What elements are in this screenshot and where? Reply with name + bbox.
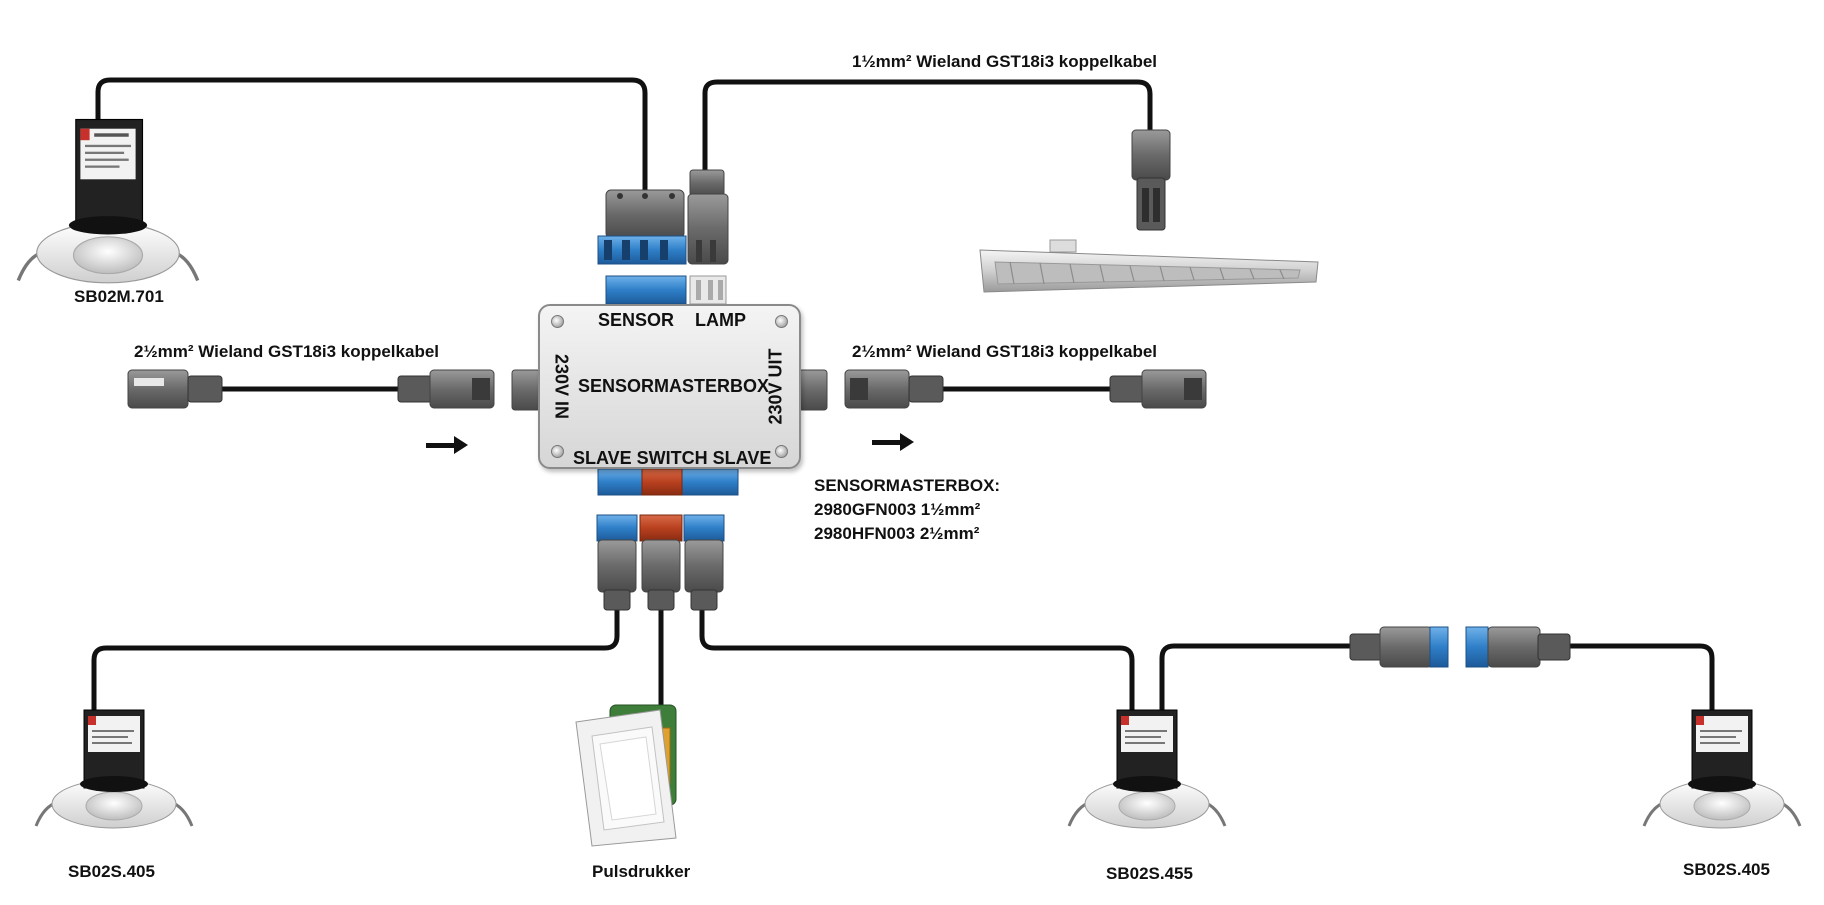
plug-left-b (397, 369, 495, 409)
wires (91, 77, 1715, 715)
right-cable-plugs (844, 369, 1207, 409)
screw-icon (775, 315, 788, 328)
device-slave-left-label: SB02S.405 (68, 862, 155, 881)
bottom-connector-cluster (596, 468, 739, 611)
note-line-2: 2980GFN003 1½mm² (814, 500, 981, 519)
port-out-label: 230V UIT (765, 348, 786, 425)
cable-left-label: 2½mm² Wieland GST18i3 koppelkabel (134, 342, 440, 361)
ceiling-sensor-icon (34, 709, 194, 829)
port-sensor-label: SENSOR (598, 310, 675, 330)
port-bottom-label: SLAVE SWITCH SLAVE (573, 448, 772, 468)
ceiling-sensor-icon (1642, 709, 1802, 829)
wire-master-sensor (95, 77, 648, 193)
right-arrow-icon (426, 436, 468, 454)
left-cable-plugs (127, 369, 495, 409)
top-connector-cluster (597, 169, 729, 305)
sensormasterbox: SENSOR LAMP SENSORMASTERBOX SLAVE SWITCH… (538, 304, 801, 469)
device-slave-mid-label: SB02S.455 (1106, 864, 1193, 883)
plug-slave-1 (596, 514, 638, 611)
box-models-note: SENSORMASTERBOX: 2980GFN003 1½mm² 2980HF… (814, 474, 1000, 546)
wire-link-to-slave-right (1557, 643, 1715, 713)
cable-top-right-label: 1½mm² Wieland GST18i3 koppelkabel (852, 52, 1158, 71)
linear-luminaire-icon (979, 239, 1319, 293)
ceiling-sensor-icon (16, 118, 200, 284)
ceiling-sensor-icon (1067, 709, 1227, 829)
device-slave-right-label: SB02S.405 (1683, 860, 1770, 879)
plug-right-a (844, 369, 944, 409)
plug-left-a (127, 369, 223, 409)
screw-icon (551, 445, 564, 458)
slave-link-plugs (1349, 626, 1571, 668)
port-lamp-label: LAMP (695, 310, 746, 330)
wire-slave-mid (699, 607, 1135, 713)
plug-slave-2 (683, 514, 725, 611)
port-in-label: 230V IN (551, 353, 572, 420)
plug-right-b (1109, 369, 1207, 409)
lamp-plug (1131, 129, 1171, 231)
wire-slave-left (91, 607, 620, 713)
wall-switch-icon (575, 704, 677, 847)
right-arrow-icon (872, 433, 914, 451)
wire-slave-mid-to-link (1159, 643, 1359, 713)
note-line-1: SENSORMASTERBOX: (814, 476, 1001, 495)
note-line-3: 2980HFN003 2½mm² (814, 524, 980, 543)
plug-switch (639, 514, 683, 611)
wire-lamp (702, 79, 1153, 173)
screw-icon (551, 315, 564, 328)
screw-icon (775, 445, 788, 458)
device-pushbutton-label: Pulsdrukker (592, 862, 691, 881)
device-master-sensor-label: SB02M.701 (74, 287, 164, 306)
cable-right-label: 2½mm² Wieland GST18i3 koppelkabel (852, 342, 1158, 361)
box-title: SENSORMASTERBOX (578, 376, 770, 396)
side-sockets (511, 369, 828, 411)
